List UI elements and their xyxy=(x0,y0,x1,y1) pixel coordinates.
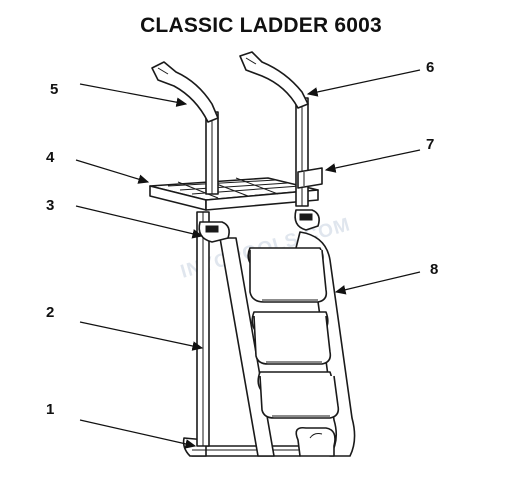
platform xyxy=(149,177,319,211)
leader-7 xyxy=(324,149,421,173)
callout-2: 2 xyxy=(46,304,55,321)
callout-5: 5 xyxy=(50,81,59,98)
leader-8 xyxy=(334,271,421,295)
leader-2 xyxy=(79,321,204,351)
pole-clamp xyxy=(297,167,323,189)
leader-5 xyxy=(79,83,188,107)
diagram-title: CLASSIC LADDER 6003 xyxy=(140,14,382,37)
callout-3: 3 xyxy=(46,197,55,214)
ladder-steps xyxy=(247,247,340,419)
callout-4: 4 xyxy=(46,149,55,166)
joint-brackets xyxy=(198,209,320,243)
leader-1 xyxy=(79,419,197,449)
leader-3 xyxy=(75,205,204,239)
right-handrail-pole xyxy=(295,97,309,207)
leader-6 xyxy=(306,69,421,97)
callout-7: 7 xyxy=(426,136,435,153)
left-pole xyxy=(196,211,210,447)
leader-4 xyxy=(75,159,150,184)
leader-lines xyxy=(75,69,421,449)
callout-6: 6 xyxy=(426,59,435,76)
left-handrail-pole xyxy=(205,111,219,195)
left-handrail xyxy=(151,61,219,123)
callout-8: 8 xyxy=(430,261,439,278)
callout-1: 1 xyxy=(46,401,55,418)
right-handrail xyxy=(239,51,309,109)
